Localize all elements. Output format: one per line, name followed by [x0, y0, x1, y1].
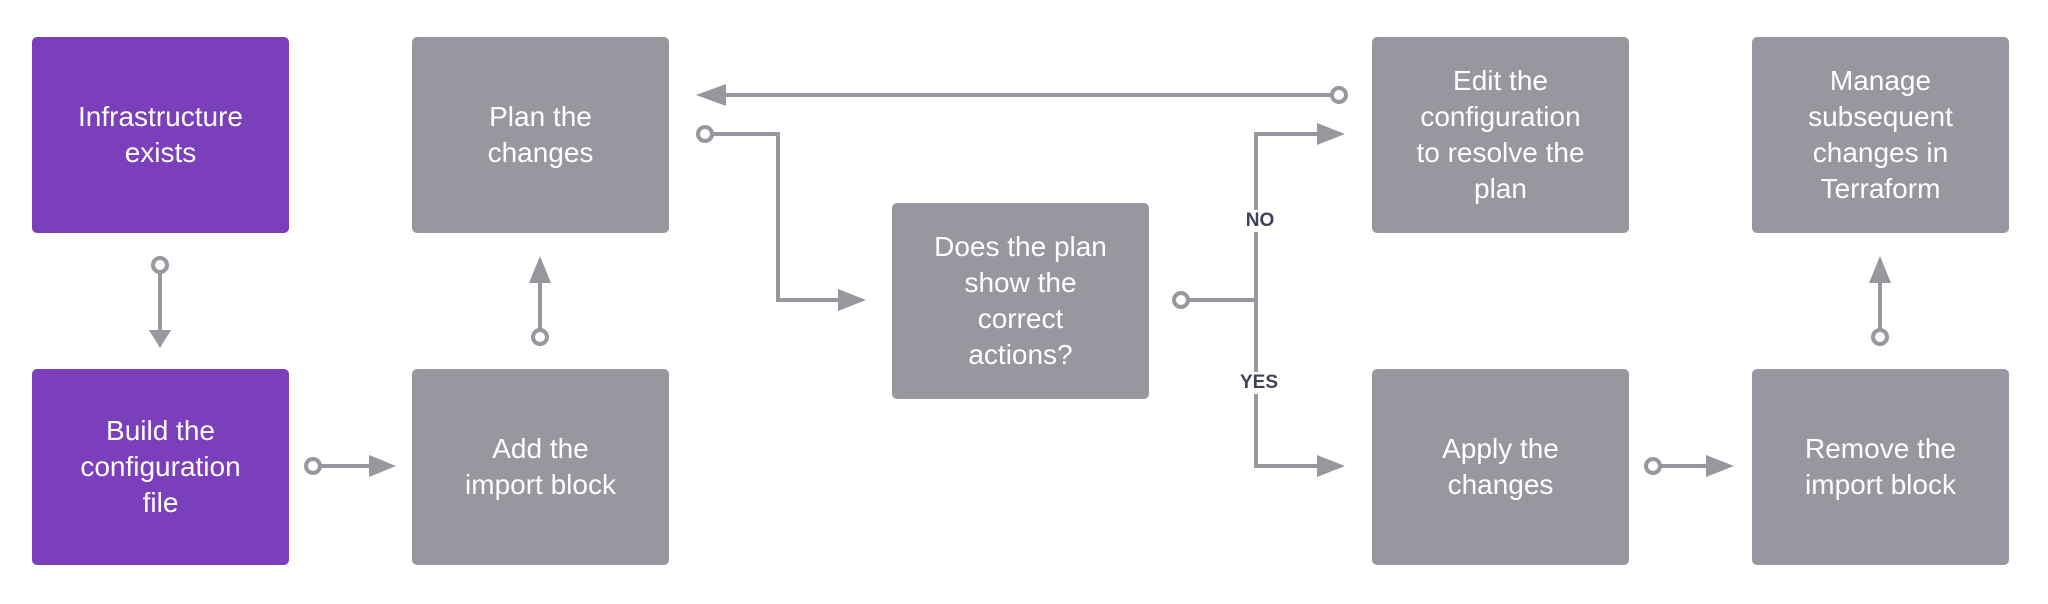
arrowhead-right	[1706, 455, 1734, 477]
connector-start-dot	[304, 457, 322, 475]
node-remove-import-block: Remove the import block	[1752, 369, 2009, 565]
arrowhead-right	[1317, 123, 1345, 145]
arrowhead-up	[1869, 256, 1891, 283]
connector-start-dot	[1644, 457, 1662, 475]
connector-start-dot	[151, 256, 169, 274]
arrowhead-right	[838, 289, 866, 311]
branch-label-yes: YES	[1236, 372, 1282, 394]
node-label: Add the import block	[465, 433, 616, 500]
connector-plan-to-decision	[712, 132, 845, 302]
node-build-configuration-file: Build the configuration file	[32, 369, 289, 565]
node-label: Apply the changes	[1442, 433, 1559, 500]
node-decision: Does the plan show the correct actions?	[892, 203, 1149, 399]
node-label: Plan the changes	[487, 101, 594, 168]
connector-start-dot	[1172, 291, 1190, 309]
arrowhead-up	[529, 256, 551, 283]
node-add-import-block: Add the import block	[412, 369, 669, 565]
arrowhead-left	[696, 84, 726, 106]
node-edit-configuration: Edit the configuration to resolve the pl…	[1372, 37, 1629, 233]
branch-label-no: NO	[1242, 210, 1278, 232]
node-label: Remove the import block	[1805, 433, 1956, 500]
node-label: Does the plan show the correct actions?	[934, 231, 1107, 370]
arrowhead-down	[149, 330, 171, 348]
connector-start-dot	[1330, 86, 1348, 104]
node-label: Manage subsequent changes in Terraform	[1808, 65, 1953, 204]
node-apply-changes: Apply the changes	[1372, 369, 1629, 565]
node-plan-the-changes: Plan the changes	[412, 37, 669, 233]
node-manage-subsequent-changes: Manage subsequent changes in Terraform	[1752, 37, 2009, 233]
node-label: Build the configuration file	[80, 415, 241, 518]
connector-start-dot	[1871, 328, 1889, 346]
connector-yes-branch	[1254, 300, 1325, 468]
arrowhead-right	[369, 455, 396, 477]
arrowhead-right	[1317, 455, 1345, 477]
connector-start-dot	[531, 328, 549, 346]
connector-no-branch	[1254, 132, 1325, 300]
node-infrastructure-exists: Infrastructure exists	[32, 37, 289, 233]
connector-start-dot	[696, 125, 714, 143]
node-label: Edit the configuration to resolve the pl…	[1416, 65, 1585, 204]
node-label: Infrastructure exists	[78, 101, 243, 168]
